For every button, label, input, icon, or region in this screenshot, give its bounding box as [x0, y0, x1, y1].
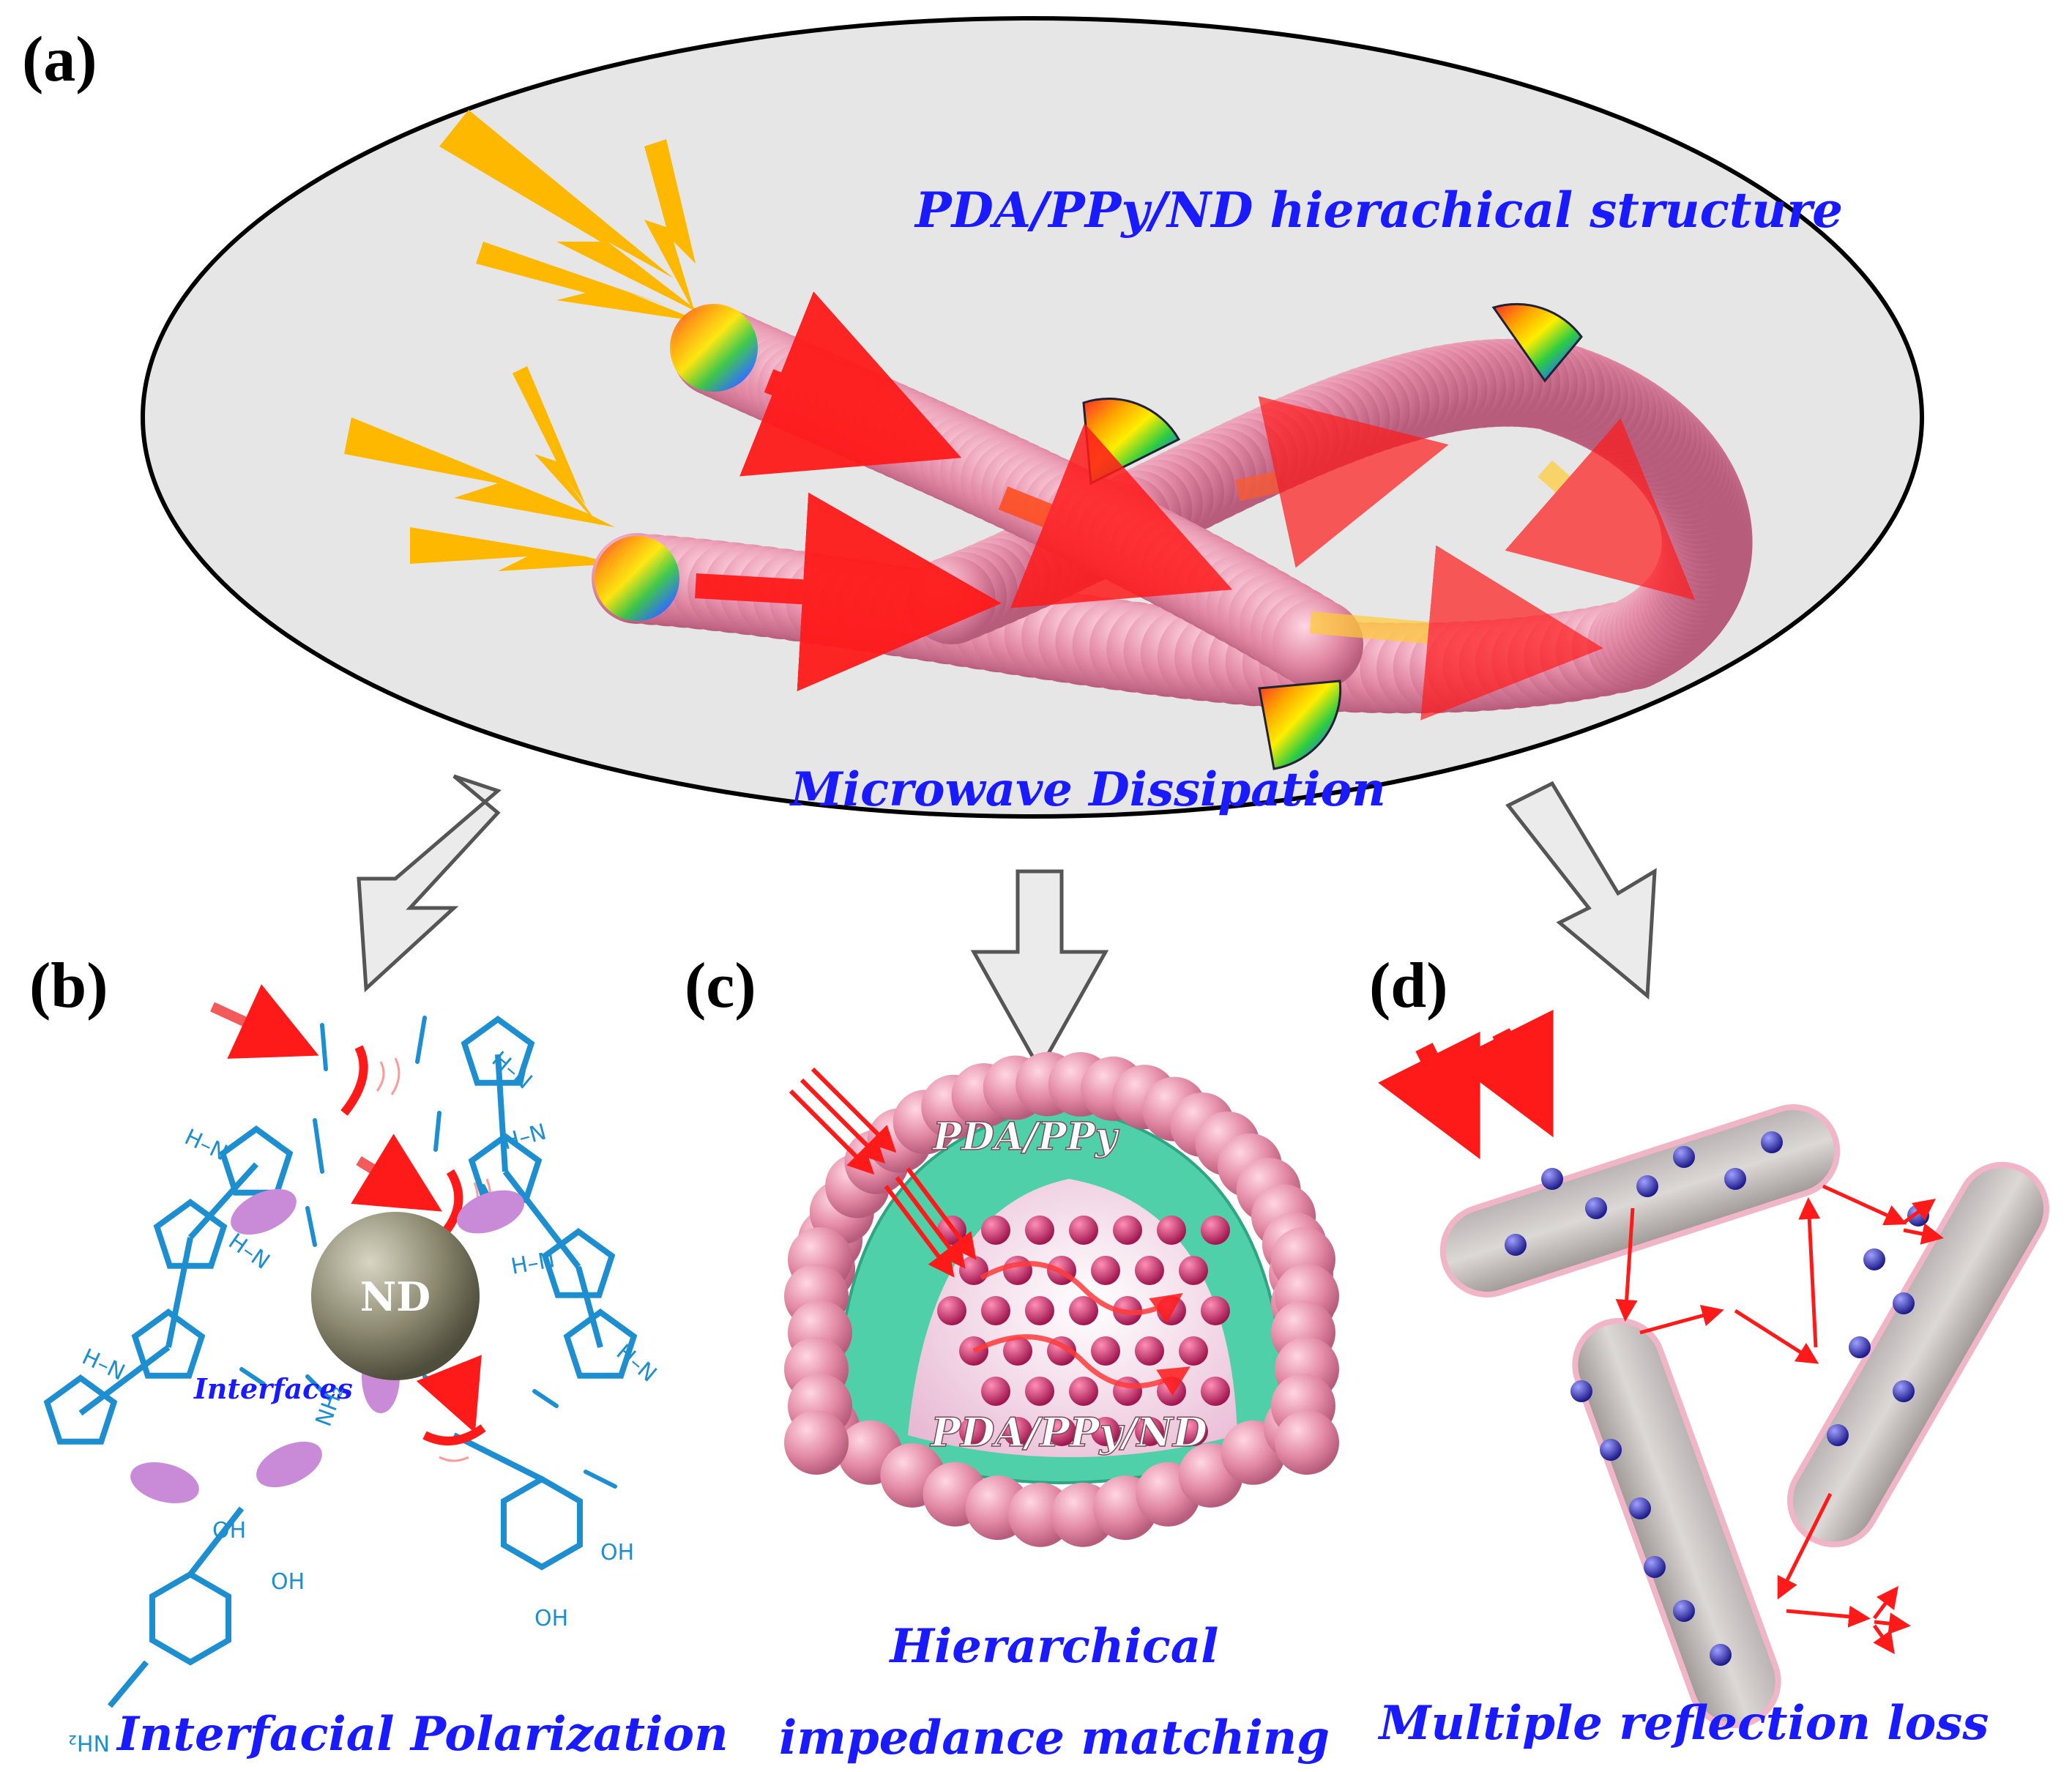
rods: [1439, 1104, 2049, 1729]
rod-2: [1787, 1161, 2049, 1548]
rod-3: [1572, 1317, 1781, 1729]
nanodiamond-sphere: [311, 1212, 480, 1380]
panel-a: (a) PDA/PPy/ND hierachical structure Mic…: [22, 16, 1924, 819]
nd-label: ND: [360, 1273, 431, 1320]
oh-group-label-3: OH: [600, 1540, 634, 1566]
inner-magenta-beads: [937, 1216, 1230, 1446]
incident-triple-arrows: [789, 1067, 977, 1278]
polarization-arcs: [340, 1045, 486, 1445]
nh-group-label-7: H–N: [611, 1339, 661, 1387]
nh-group-label-5: H–N: [500, 1119, 549, 1155]
panel-a-title: PDA/PPy/ND hierachical structure: [914, 182, 1843, 239]
incident-arrows: [210, 984, 482, 1434]
incident-arrows-d: [1378, 1009, 1554, 1160]
wavy-propagation-arrows: [972, 1261, 1190, 1396]
panel-c-caption-line2: impedance matching: [779, 1710, 1330, 1765]
panel-a-caption: Microwave Dissipation: [789, 762, 1386, 817]
panel-d: (d): [1369, 950, 2049, 1751]
oh-group-label-1: OH: [212, 1518, 246, 1544]
panel-d-caption: Multiple reflection loss: [1378, 1696, 1989, 1751]
panel-b-caption: Interfacial Polarization: [116, 1707, 728, 1762]
outer-layer-label: PDA/PPy: [931, 1114, 1120, 1159]
lightning-bolt-icons: [344, 110, 703, 571]
panel-a-label: (a): [22, 24, 97, 95]
inner-layer-label: PDA/PPy/ND: [929, 1409, 1207, 1456]
nh-group-label-2: H–N: [223, 1229, 274, 1275]
panel-d-label: (d): [1369, 950, 1448, 1021]
nh2-group-label-2: NH₂: [68, 1730, 110, 1755]
outer-pink-beads: [784, 1051, 1339, 1547]
oh-group-label-4: OH: [534, 1606, 568, 1631]
hollow-down-arrows: [357, 774, 1657, 1073]
reflection-arrows: [1615, 1184, 1944, 1655]
rod-1: [1439, 1104, 1841, 1298]
flow-arrows: [695, 291, 1696, 721]
panel-c-caption-line1: Hierarchical: [889, 1619, 1219, 1674]
interfaces-label: Interfaces: [193, 1372, 353, 1405]
panel-c: (c) PDA/PPy PDA/PPy/ND Hierarchical impe…: [685, 950, 1339, 1765]
molecular-structure: [43, 1016, 638, 1708]
oh-group-label-2: OH: [271, 1569, 305, 1595]
panel-c-label: (c): [685, 950, 756, 1021]
panel-b-label: (b): [29, 950, 108, 1021]
panel-b: (b): [29, 950, 728, 1762]
